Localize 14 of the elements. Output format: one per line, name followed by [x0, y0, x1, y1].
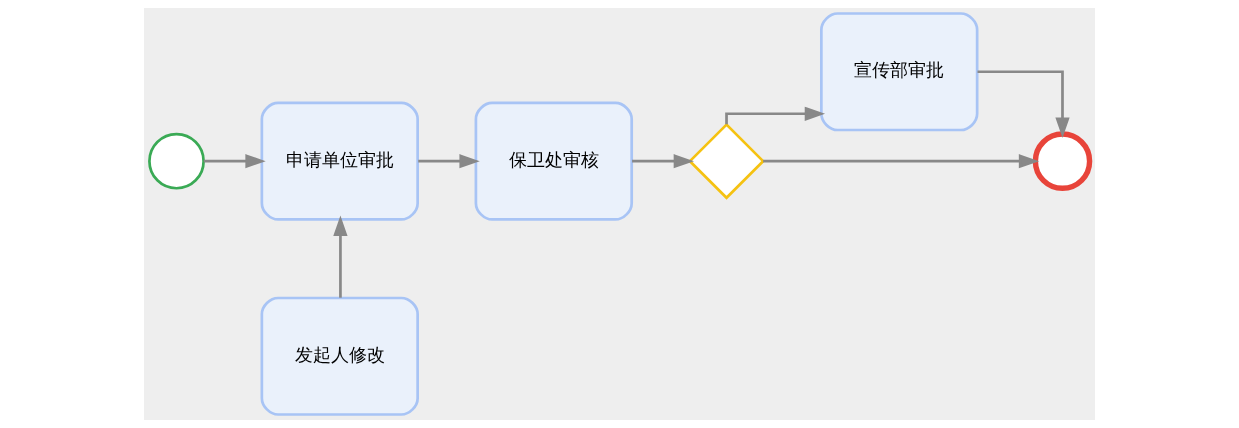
node-circle [148, 132, 205, 190]
arrow [763, 154, 1040, 169]
arrow [418, 154, 480, 169]
node-box: 申请单位审批 [260, 101, 419, 221]
arrow [203, 154, 266, 169]
node-diamond [688, 122, 765, 200]
arrow [632, 154, 695, 169]
node-box: 宣传部审批 [820, 12, 979, 132]
arrow [725, 106, 826, 125]
node-box: 发起人修改 [260, 296, 419, 416]
node-box: 保卫处审核 [474, 101, 634, 221]
arrow [333, 215, 348, 298]
arrow [977, 70, 1070, 138]
node-circle [1032, 131, 1093, 191]
